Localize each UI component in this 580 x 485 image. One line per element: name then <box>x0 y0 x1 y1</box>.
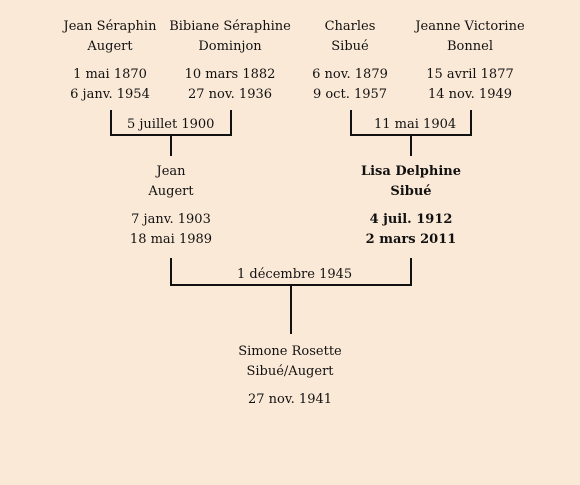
person-jean-augert[interactable]: Jean Augert 7 janv. 1903 18 mai 1989 <box>101 162 241 250</box>
birth-date: 4 juil. 1912 <box>369 212 453 227</box>
connector-line <box>350 134 472 136</box>
connector-line <box>230 110 232 136</box>
person-surname: Sibué <box>331 39 369 54</box>
person-dates: 4 juil. 1912 2 mars 2011 <box>341 210 481 250</box>
connector-line <box>410 258 412 286</box>
birth-date: 15 avril 1877 <box>426 67 514 82</box>
person-dates: 1 mai 1870 6 janv. 1954 <box>40 65 180 105</box>
connector-line <box>290 286 292 334</box>
birth-date: 1 mai 1870 <box>73 67 147 82</box>
death-date: 14 nov. 1949 <box>427 87 513 102</box>
person-dates: 6 nov. 1879 9 oct. 1957 <box>280 65 420 105</box>
connector-line <box>170 136 172 156</box>
marriage-date-parents: 1 décembre 1945 <box>234 267 356 283</box>
death-date: 2 mars 2011 <box>365 232 457 247</box>
person-jeanne-victorine-bonnel[interactable]: Jeanne Victorine Bonnel 15 avril 1877 14… <box>400 17 540 105</box>
connector-line <box>110 110 112 136</box>
person-first-names: Charles <box>324 19 376 34</box>
marriage-date-paternal: 5 juillet 1900 <box>124 117 218 133</box>
birth-date: 10 mars 1882 <box>184 67 276 82</box>
connector-line <box>410 136 412 156</box>
person-first-names: Jeanne Victorine <box>415 19 525 34</box>
person-dates: 15 avril 1877 14 nov. 1949 <box>400 65 540 105</box>
person-dates: 7 janv. 1903 18 mai 1989 <box>101 210 241 250</box>
person-dates: 27 nov. 1941 <box>220 390 360 410</box>
person-first-names: Simone Rosette <box>238 344 342 359</box>
person-dates: 10 mars 1882 27 nov. 1936 <box>160 65 300 105</box>
person-simone-rosette-sibue-augert[interactable]: Simone Rosette Sibué/Augert 27 nov. 1941 <box>220 342 360 410</box>
death-date: 9 oct. 1957 <box>312 87 388 102</box>
person-surname: Bonnel <box>447 39 493 54</box>
person-first-names: Lisa Delphine <box>360 164 462 179</box>
connector-line <box>350 110 352 136</box>
person-lisa-delphine-sibue[interactable]: Lisa Delphine Sibué 4 juil. 1912 2 mars … <box>341 162 481 250</box>
death-date: 6 janv. 1954 <box>70 87 150 102</box>
person-charles-sibue[interactable]: Charles Sibué 6 nov. 1879 9 oct. 1957 <box>280 17 420 105</box>
connector-line <box>470 110 472 136</box>
person-surname: Augert <box>87 39 133 54</box>
person-surname: Sibué/Augert <box>246 364 334 379</box>
person-surname: Augert <box>148 184 194 199</box>
connector-line <box>170 284 412 286</box>
person-first-names: Jean <box>156 164 186 179</box>
person-surname: Sibué <box>390 184 432 199</box>
person-first-names: Jean Séraphin <box>63 19 157 34</box>
connector-line <box>170 258 172 286</box>
person-surname: Dominjon <box>198 39 262 54</box>
death-date: 18 mai 1989 <box>129 232 213 247</box>
connector-line <box>110 134 232 136</box>
birth-date: 6 nov. 1879 <box>312 67 388 82</box>
person-first-names: Bibiane Séraphine <box>169 19 291 34</box>
birth-date: 7 janv. 1903 <box>131 212 211 227</box>
death-date: 27 nov. 1936 <box>187 87 273 102</box>
marriage-date-maternal: 11 mai 1904 <box>371 117 460 133</box>
person-bibiane-seraphine-dominjon[interactable]: Bibiane Séraphine Dominjon 10 mars 1882 … <box>160 17 300 105</box>
person-jean-seraphin-augert[interactable]: Jean Séraphin Augert 1 mai 1870 6 janv. … <box>40 17 180 105</box>
birth-date: 27 nov. 1941 <box>247 392 333 407</box>
